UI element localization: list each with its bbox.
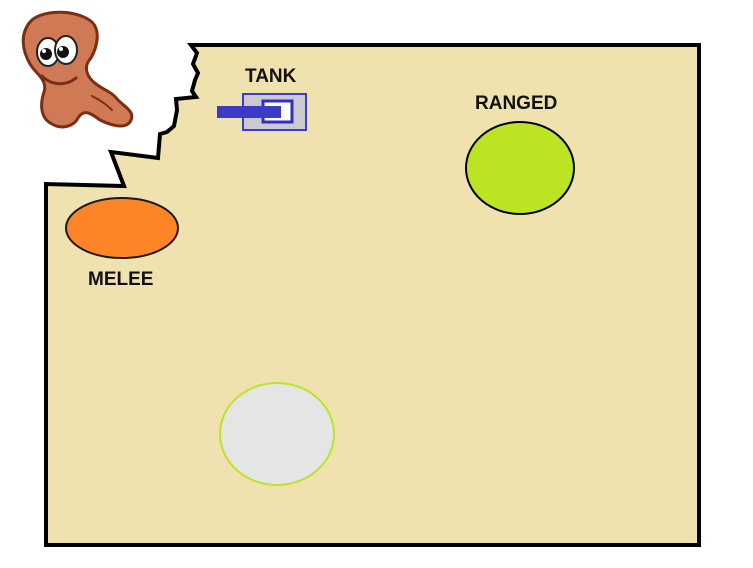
arena-floor — [44, 43, 701, 547]
ranged-zone[interactable] — [465, 121, 575, 215]
tank-label: TANK — [245, 66, 297, 87]
tank-icon[interactable] — [217, 93, 307, 131]
melee-label: MELEE — [88, 269, 154, 290]
tank-barrel-inner — [243, 106, 281, 118]
melee-zone[interactable] — [65, 197, 179, 259]
empty-slot-zone[interactable] — [219, 382, 335, 486]
ranged-label: RANGED — [475, 93, 558, 114]
worm-mascot-icon — [21, 10, 134, 129]
